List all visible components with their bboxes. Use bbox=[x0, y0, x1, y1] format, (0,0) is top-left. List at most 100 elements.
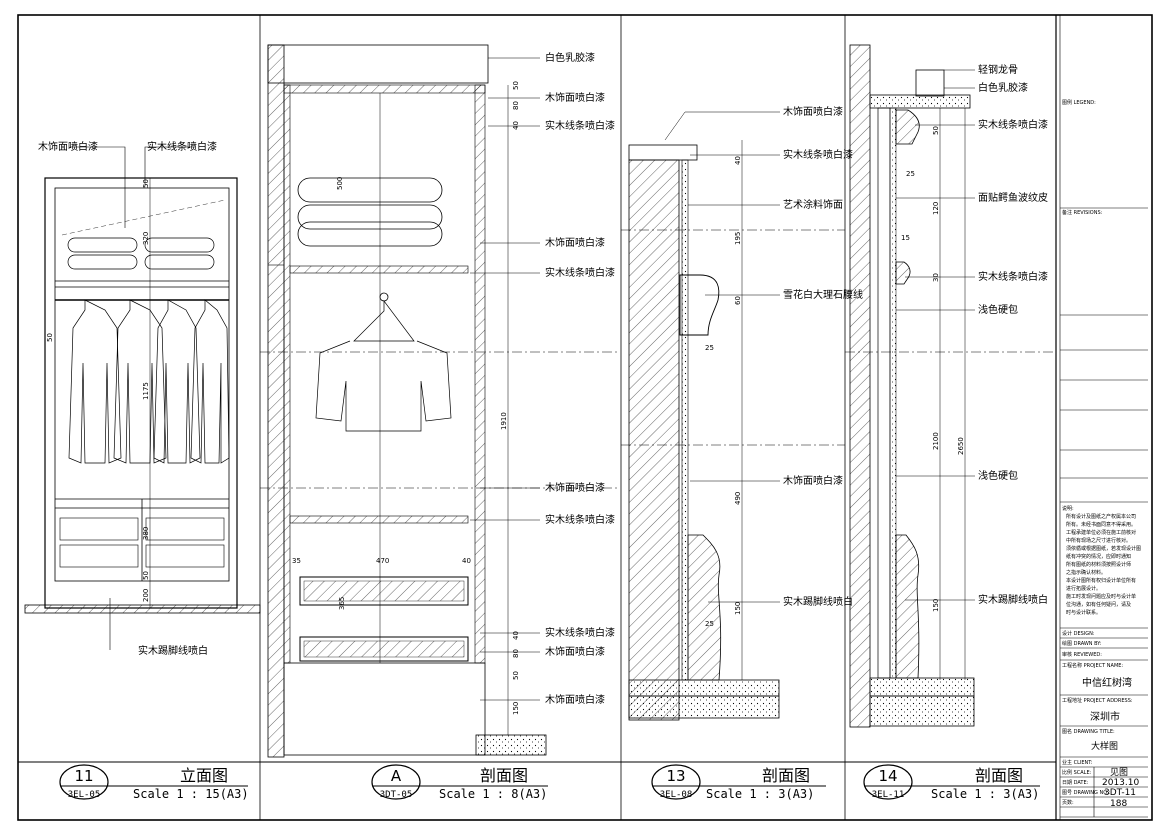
view-number: 14 bbox=[878, 767, 897, 785]
view-number: 11 bbox=[74, 767, 93, 785]
legend-label: 图例 LEGEND: bbox=[1062, 99, 1096, 106]
view-scale: Scale 1 : 3(A3) bbox=[706, 787, 814, 801]
dim: 80 bbox=[512, 649, 520, 658]
dim: 50 bbox=[142, 179, 150, 188]
scale-value: 见图 bbox=[1110, 767, 1128, 778]
dim: 50 bbox=[512, 81, 520, 90]
dim: 40 bbox=[734, 156, 742, 165]
note-line: 须依循或根据图纸，若发现设计图 bbox=[1066, 545, 1141, 552]
note-line: 位沟通，如有任何疑问，请及 bbox=[1066, 601, 1131, 608]
elevation-view: 50 320 1175 380 50 200 50 木饰面喷白漆 实木线条喷白漆… bbox=[24, 140, 261, 657]
label: 实木线条喷白漆 bbox=[545, 513, 615, 526]
label: 白色乳胶漆 bbox=[978, 81, 1028, 94]
revisions-label: 备注 REVISIONS: bbox=[1062, 209, 1103, 216]
dim: 365 bbox=[338, 597, 346, 610]
view-number: A bbox=[391, 767, 402, 785]
dim: 2100 bbox=[932, 432, 940, 450]
drawing-no-value: 3DT-11 bbox=[1104, 788, 1136, 798]
label: 实木线条喷白漆 bbox=[783, 148, 853, 161]
view-title-a: A 3DT-05 剖面图 Scale 1 : 8(A3) bbox=[371, 764, 548, 801]
project-name: 中信红树湾 bbox=[1082, 676, 1132, 689]
label: 面贴鳄鱼波纹皮 bbox=[978, 191, 1048, 204]
label: 实木线条喷白漆 bbox=[545, 626, 615, 639]
dim: 200 bbox=[142, 589, 150, 602]
label: 白色乳胶漆 bbox=[545, 51, 595, 64]
label: 实木线条喷白漆 bbox=[545, 119, 615, 132]
note-line: 中所有现场之尺寸进行核对。 bbox=[1066, 537, 1131, 544]
dim: 80 bbox=[512, 101, 520, 110]
drawn-label: 绘图 DRAWN BY: bbox=[1062, 640, 1102, 647]
dim: 50 bbox=[142, 571, 150, 580]
dim: 320 bbox=[142, 232, 150, 245]
dim: 25 bbox=[906, 170, 915, 178]
dim: 120 bbox=[932, 202, 940, 215]
reviewed-label: 审核 REVIEWED: bbox=[1062, 651, 1102, 658]
note-line: 所有图纸的材料须按照设计师 bbox=[1066, 561, 1131, 568]
view-number: 13 bbox=[666, 767, 685, 785]
drawing-title: 大样图 bbox=[1091, 740, 1118, 752]
view-title: 剖面图 bbox=[975, 766, 1023, 785]
dim: 40 bbox=[512, 631, 520, 640]
label: 木饰面喷白漆 bbox=[38, 140, 98, 153]
view-title-13: 13 3EL-08 剖面图 Scale 1 : 3(A3) bbox=[651, 764, 826, 801]
note-line: 所有。未经书面同意不得采用。 bbox=[1066, 521, 1136, 528]
label: 木饰面喷白漆 bbox=[783, 105, 843, 118]
project-address: 深圳市 bbox=[1090, 710, 1120, 723]
label: 木饰面喷白漆 bbox=[545, 481, 605, 494]
project-label: 工程名称 PROJECT NAME: bbox=[1062, 662, 1123, 669]
label: 木饰面喷白漆 bbox=[783, 474, 843, 487]
note-line: 进行拓展设计。 bbox=[1066, 585, 1101, 592]
view-ref: 3EL-05 bbox=[68, 790, 101, 800]
notes-title: 说明: bbox=[1062, 505, 1074, 512]
note-line: 施工时发现问题应及时与设计单 bbox=[1066, 593, 1136, 600]
page-label: 页数: bbox=[1062, 799, 1074, 806]
view-title: 剖面图 bbox=[480, 766, 528, 785]
label: 木饰面喷白漆 bbox=[545, 645, 605, 658]
dim: 40 bbox=[512, 121, 520, 130]
label: 木饰面喷白漆 bbox=[545, 236, 605, 249]
scale-label: 比例 SCALE: bbox=[1062, 769, 1092, 776]
label: 实木踢脚线喷白 bbox=[783, 595, 853, 608]
label: 实木线条喷白漆 bbox=[978, 270, 1048, 283]
title-block bbox=[1059, 15, 1148, 820]
view-title-11: 11 3EL-05 立面图 Scale 1 : 15(A3) bbox=[59, 764, 249, 801]
view-scale: Scale 1 : 15(A3) bbox=[133, 787, 249, 801]
section-13-view: 40 195 60 25 490 150 25 木饰面喷白漆 实木线条喷白漆 艺… bbox=[621, 105, 863, 721]
note-line: 时与设计联系。 bbox=[1066, 609, 1101, 616]
view-title: 剖面图 bbox=[762, 766, 810, 785]
drawing-no-label: 图号 DRAWING NO.: bbox=[1062, 790, 1111, 796]
dim: 35 bbox=[292, 557, 301, 565]
dim: 25 bbox=[705, 620, 714, 628]
dim: 500 bbox=[336, 177, 344, 190]
view-scale: Scale 1 : 8(A3) bbox=[439, 787, 547, 801]
client-label: 业主 CLIENT: bbox=[1062, 759, 1093, 766]
label: 浅色硬包 bbox=[978, 469, 1018, 482]
section-a-view: 500 1910 35 470 40 365 50 80 40 40 80 50… bbox=[260, 44, 620, 758]
label: 实木线条喷白漆 bbox=[978, 118, 1048, 131]
dim: 150 bbox=[512, 702, 520, 715]
dim: 490 bbox=[734, 492, 742, 505]
label: 木饰面喷白漆 bbox=[545, 693, 605, 706]
dim: 50 bbox=[932, 126, 940, 135]
date-value: 2013.10 bbox=[1102, 778, 1139, 788]
view-scale: Scale 1 : 3(A3) bbox=[931, 787, 1039, 801]
dim: 30 bbox=[932, 273, 940, 282]
dim: 40 bbox=[462, 557, 471, 565]
note-line: 之指示确认材料。 bbox=[1066, 569, 1106, 576]
dim: 25 bbox=[705, 344, 714, 352]
section-14-view: 50 25 120 15 30 2100 2650 150 轻钢龙骨 白色乳胶漆… bbox=[845, 44, 1056, 728]
dim: 50 bbox=[46, 333, 54, 342]
title-block-text: 图例 LEGEND: 备注 REVISIONS: 说明: 所有设计及图纸之产权属… bbox=[1062, 99, 1141, 809]
dim: 1175 bbox=[142, 382, 150, 400]
dim: 60 bbox=[734, 296, 742, 305]
note-line: 所有设计及图纸之产权属本公司 bbox=[1066, 513, 1136, 520]
design-label: 设计 DESIGN: bbox=[1062, 630, 1095, 637]
note-line: 工程承建单位必须在施工前核对 bbox=[1066, 529, 1136, 536]
note-line: 纸有冲突的情况，应即时通知 bbox=[1066, 553, 1131, 560]
view-ref: 3DT-05 bbox=[380, 790, 413, 800]
dim: 470 bbox=[376, 557, 389, 565]
view-ref: 3EL-11 bbox=[872, 790, 905, 800]
sheet-border bbox=[17, 14, 1153, 821]
dim: 380 bbox=[142, 527, 150, 540]
